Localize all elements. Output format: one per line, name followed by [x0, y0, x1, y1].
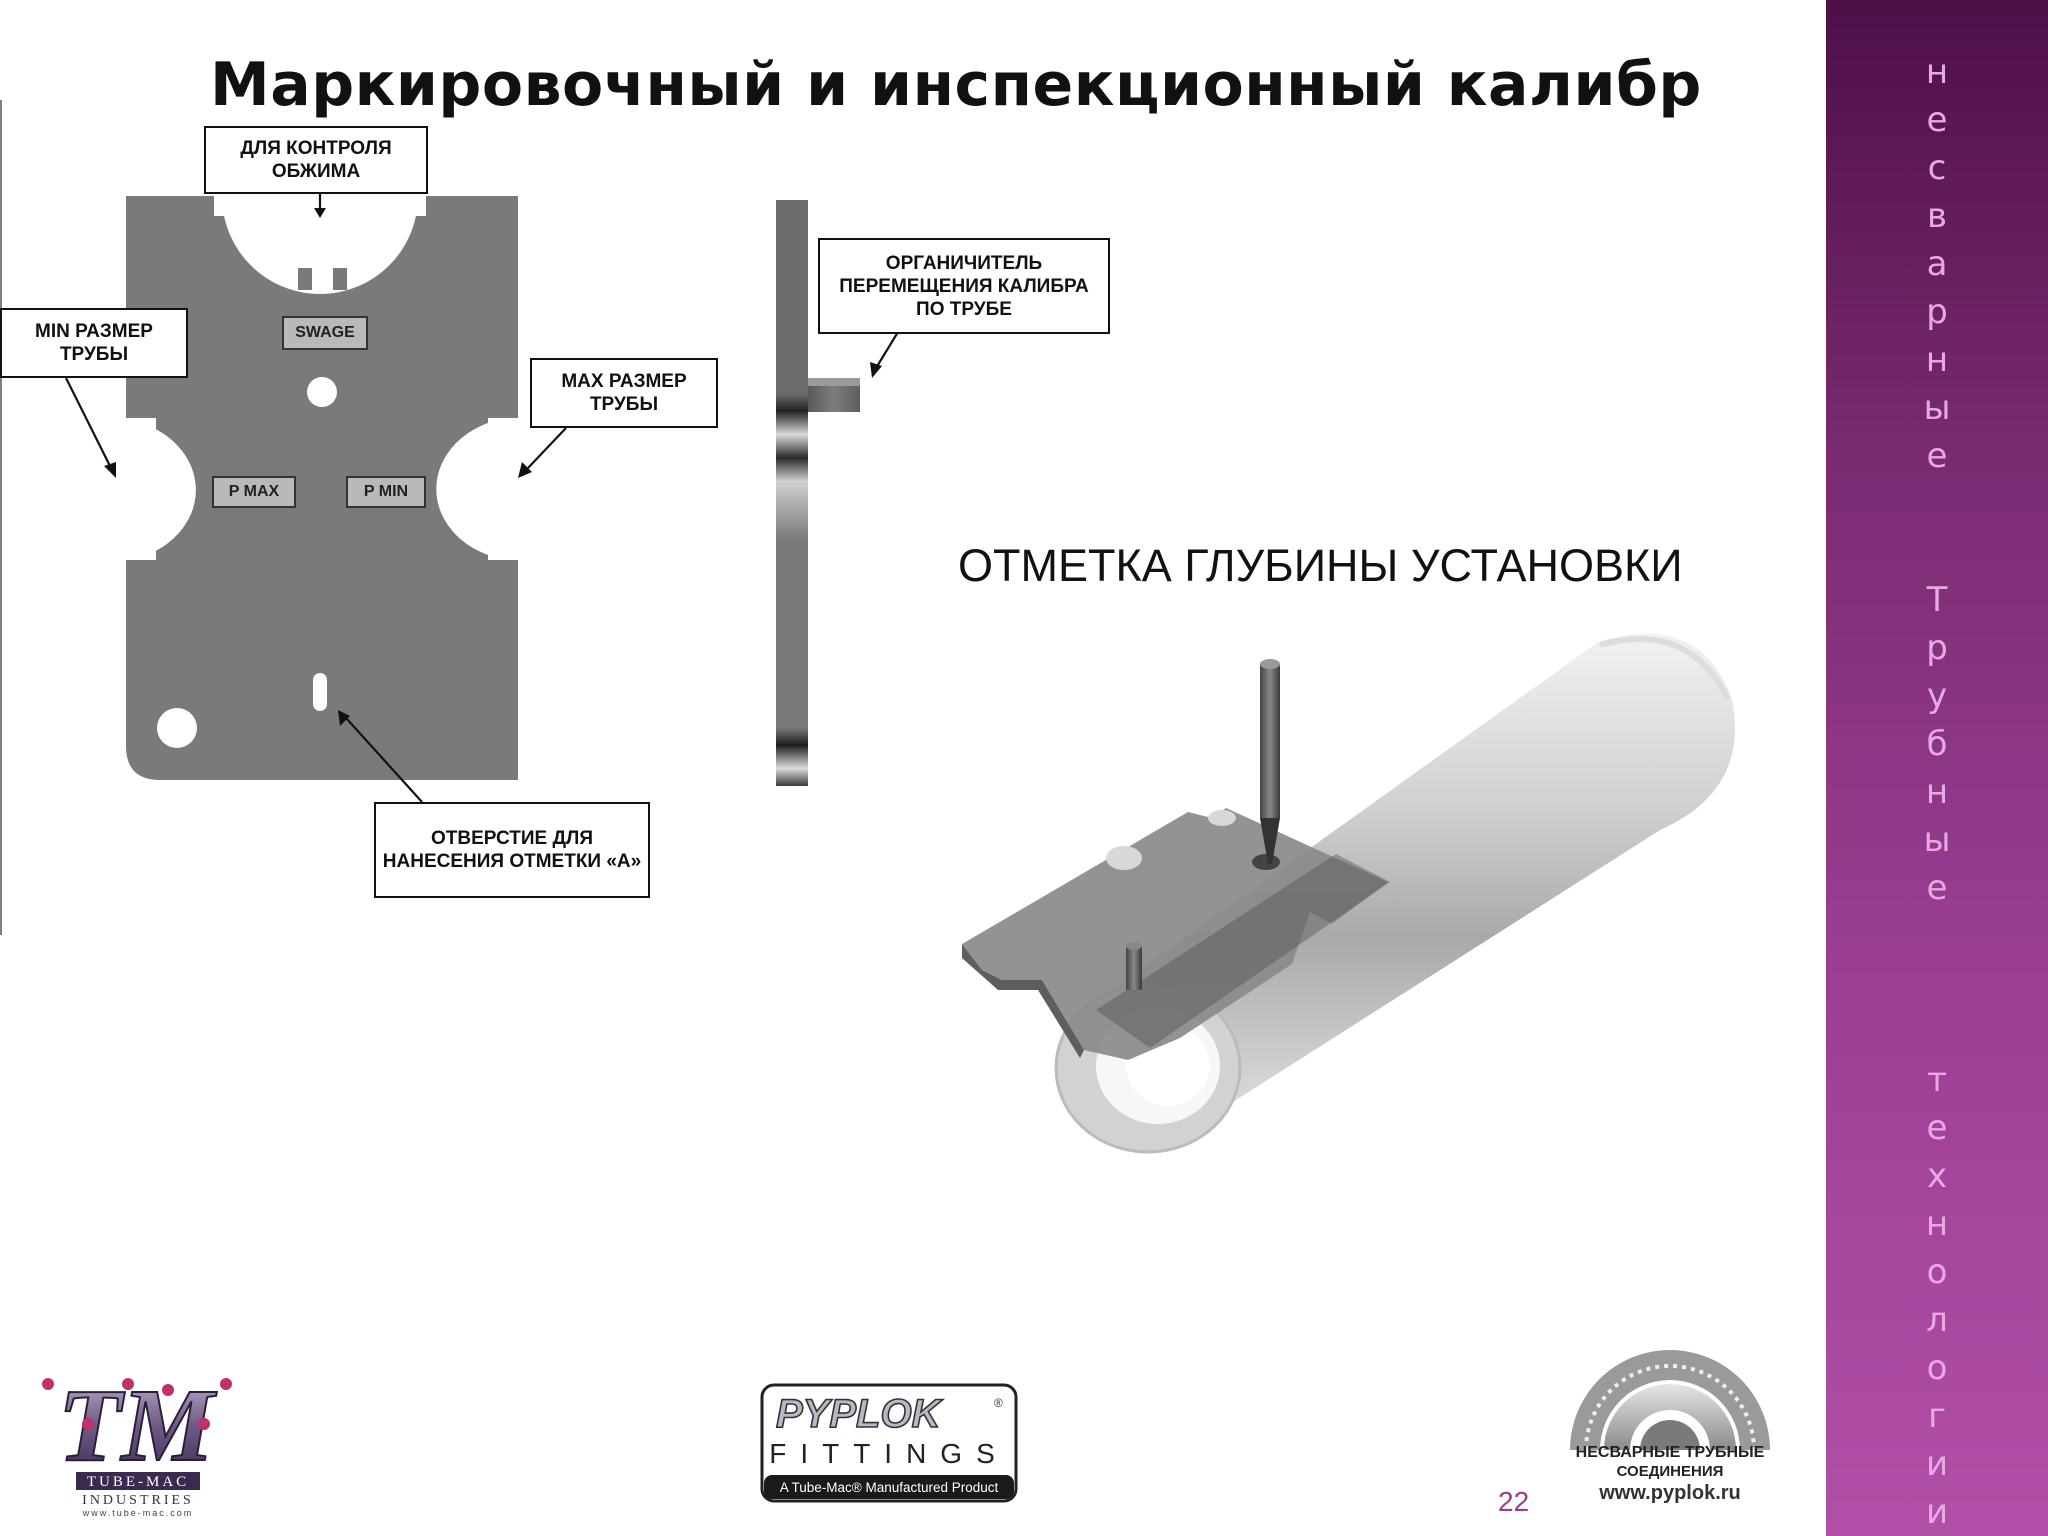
gauge-diagram: [0, 100, 1735, 1154]
page-number: 22: [1498, 1486, 1530, 1517]
swage-label: SWAGE: [282, 316, 368, 350]
tube-illustration: [962, 633, 1735, 1154]
tube-mac-url: www.tube-mac.com: [82, 1508, 194, 1518]
tube-mac-name: TUBE-MAC: [87, 1474, 189, 1490]
pyplok-ru-emblem: [1570, 1350, 1770, 1451]
callout-limiter: ОРГАНИЧИТЕЛЬ ПЕРЕМЕЩЕНИЯ КАЛИБРА ПО ТРУБ…: [818, 238, 1110, 334]
pyplok-tagline: A Tube-Mac® Manufactured Product: [780, 1480, 999, 1495]
pyplok-fittings: FITTINGS: [769, 1438, 1009, 1469]
sidebar-vertical-text: н е с в а р н ы е Т р у б н ы е т е х н …: [1923, 52, 1951, 1532]
pyplok-ru-url: www.pyplok.ru: [1599, 1482, 1741, 1504]
sidebar-panel: н е с в а р н ы е Т р у б н ы е т е х н …: [1826, 0, 2048, 1536]
pyplok-logo: PYPLOK ® FITTINGS A Tube-Mac® Manufactur…: [760, 1383, 1018, 1503]
p-min-label: P MIN: [346, 476, 426, 508]
callout-min-size: MIN РАЗМЕР ТРУБЫ: [0, 308, 188, 378]
slide-title: Маркировочный и инспекционный калибр: [210, 50, 1702, 120]
gauge-plate-front: [126, 196, 518, 780]
pyplok-brand: PYPLOK: [776, 1392, 944, 1436]
tube-mac-logo: TM TUBE-MAC INDUSTRIES www.tube-mac.com: [36, 1367, 236, 1518]
pyplok-ru-caption-1: НЕСВАРНЫЕ ТРУБНЫЕ: [1575, 1444, 1765, 1461]
pyplok-reg: ®: [994, 1396, 1003, 1410]
callout-crimp-control: ДЛЯ КОНТРОЛЯ ОБЖИМА: [204, 126, 428, 194]
callout-mark-hole: ОТВЕРСТИЕ ДЛЯ НАНЕСЕНИЯ ОТМЕТКИ «А»: [374, 802, 650, 898]
tube-mac-mark: TM: [58, 1368, 218, 1483]
pyplok-logo-graphic: PYPLOK ® FITTINGS A Tube-Mac® Manufactur…: [760, 1383, 1018, 1503]
callout-max-size: MAX РАЗМЕР ТРУБЫ: [530, 358, 718, 428]
pyplok-ru-logo: НЕСВАРНЫЕ ТРУБНЫЕ СОЕДИНЕНИЯ www.pyplok.…: [1560, 1340, 1780, 1526]
tube-mac-logo-graphic: TM TUBE-MAC INDUSTRIES www.tube-mac.com: [42, 1367, 232, 1518]
tube-mac-subtitle: INDUSTRIES: [82, 1493, 194, 1508]
pyplok-ru-caption-2: СОЕДИНЕНИЯ: [1616, 1463, 1724, 1480]
callout-arrows: [65, 193, 899, 803]
depth-mark-heading: ОТМЕТКА ГЛУБИНЫ УСТАНОВКИ: [958, 540, 1683, 591]
gauge-plate-side: [776, 200, 860, 786]
p-max-label: P MAX: [212, 476, 296, 508]
